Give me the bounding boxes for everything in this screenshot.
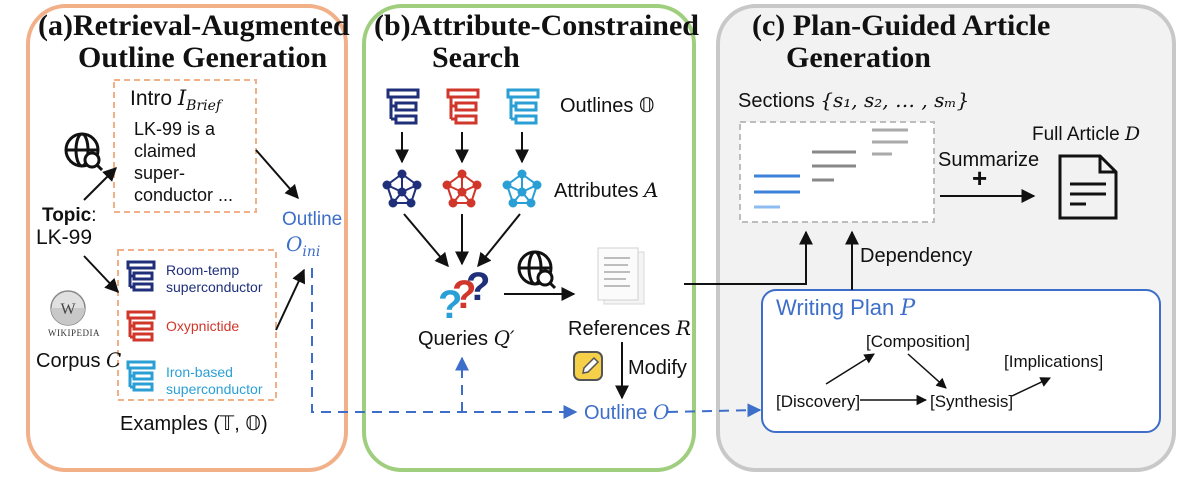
plan-node-composition: [Composition] (866, 332, 970, 351)
panel-b-title-line1: (b)Attribute-Constrained (374, 9, 699, 42)
edit-pencil-icon (573, 351, 603, 381)
arrow-attr-to-queries (477, 213, 521, 268)
outline-ini-label: Outline (282, 209, 343, 230)
examples-box (117, 249, 277, 401)
dashed-flow-ini-to-outline (311, 268, 578, 419)
sections-label: Sections {s₁, s₂, … , sₘ} (738, 88, 970, 112)
plan-node-discovery: [Discovery] (776, 392, 861, 411)
plus-sign: + (972, 163, 988, 193)
panel-b (362, 4, 696, 472)
wikipedia-word: Wikipedia (48, 328, 100, 338)
example-line: Oxypnictide (166, 318, 240, 334)
arrow-synthesis-to-implications (1011, 377, 1051, 397)
plan-node-synthesis: [Synthesis] (930, 392, 1014, 411)
panel-c-title-line1: (c) Plan-Guided Article (752, 9, 1051, 42)
intro-box (113, 79, 257, 213)
panel-a-title-line2: Outline Generation (78, 41, 328, 74)
example-line: superconductor (166, 279, 263, 295)
panel-a-title-line1: (a)Retrieval-Augmented (38, 9, 350, 42)
globe-search-icon (64, 132, 104, 172)
attribute-graph-icon (502, 169, 542, 208)
attributes-label: Attributes A (554, 178, 659, 202)
panel-a (26, 4, 348, 472)
example-line: Room-temp (166, 262, 240, 278)
dashed-flow-outline-to-plan (667, 403, 762, 418)
intro-text: LK-99 is a claimed super- conductor ... (134, 118, 233, 206)
intro-text-line: conductor ... (134, 185, 234, 205)
panel-c-title-line2: Generation (786, 41, 931, 74)
article-document-icon (1058, 154, 1118, 220)
dependency-label: Dependency (860, 245, 973, 267)
outline-tree-icon (126, 310, 156, 342)
references-label: References R (568, 316, 691, 340)
outline-tree-icon (446, 88, 480, 125)
arrow-attr-to-queries (403, 213, 449, 268)
writing-plan-box (761, 289, 1161, 433)
section-lines (754, 128, 908, 209)
outlines-label: Outlines 𝕆 (560, 95, 655, 117)
svg-text:?: ? (438, 283, 462, 327)
question-marks-icon: ? ? ? (438, 265, 490, 327)
example-item: Iron-based superconductor (166, 364, 263, 398)
outline-final-label: Outline O (584, 400, 670, 424)
writing-plan-label: Writing Plan P (776, 295, 916, 321)
intro-label: Intro IBrief (130, 86, 222, 115)
svg-text:?: ? (466, 265, 490, 309)
document-stack-icon (597, 247, 645, 305)
arrow-composition-to-synthesis (907, 353, 947, 389)
intro-text-line: claimed (134, 141, 197, 161)
outline-tree-icon (126, 260, 156, 292)
wikipedia-logo-icon: W (50, 290, 86, 326)
topic-label: Topic: (42, 205, 97, 226)
examples-label: Examples (𝕋, 𝕆) (120, 413, 268, 435)
queries-label: Queries Q′ (418, 326, 515, 350)
panel-b-title-line2: Search (432, 41, 520, 74)
svg-text:?: ? (452, 273, 476, 317)
example-item: Oxypnictide (166, 318, 239, 335)
sections-box (739, 121, 935, 223)
outline-tree-icon (386, 88, 420, 125)
example-line: Iron-based (166, 364, 233, 380)
intro-text-line: LK-99 is a (134, 119, 216, 139)
svg-text:W: W (60, 301, 76, 318)
attribute-graph-icon (442, 169, 482, 208)
arrow-globe-to-intro (83, 167, 117, 201)
outline-tree-icon (506, 88, 540, 125)
arrow-intro-to-outline (255, 149, 299, 200)
full-article-label: Full Article D (1032, 123, 1141, 145)
example-item: Room-temp superconductor (166, 262, 263, 296)
modify-label: Modify (628, 357, 687, 379)
globe-search-icon (517, 250, 557, 290)
outline-ini-symbol: Oini (286, 232, 321, 260)
topic-value: LK-99 (36, 226, 93, 249)
arrow-examples-to-outline (275, 268, 306, 331)
arrow-references-to-sections (684, 230, 813, 285)
summarize-label: Summarize (938, 149, 1040, 171)
corpus-label: Corpus C (36, 348, 122, 372)
arrow-topic-to-examples (83, 255, 119, 294)
plan-node-implications: [Implications] (1004, 352, 1104, 371)
outline-tree-icon (126, 360, 156, 392)
attribute-graph-icon (382, 169, 422, 208)
example-line: superconductor (166, 381, 263, 397)
intro-text-line: super- (134, 163, 186, 183)
arrow-discovery-to-composition (825, 353, 875, 385)
